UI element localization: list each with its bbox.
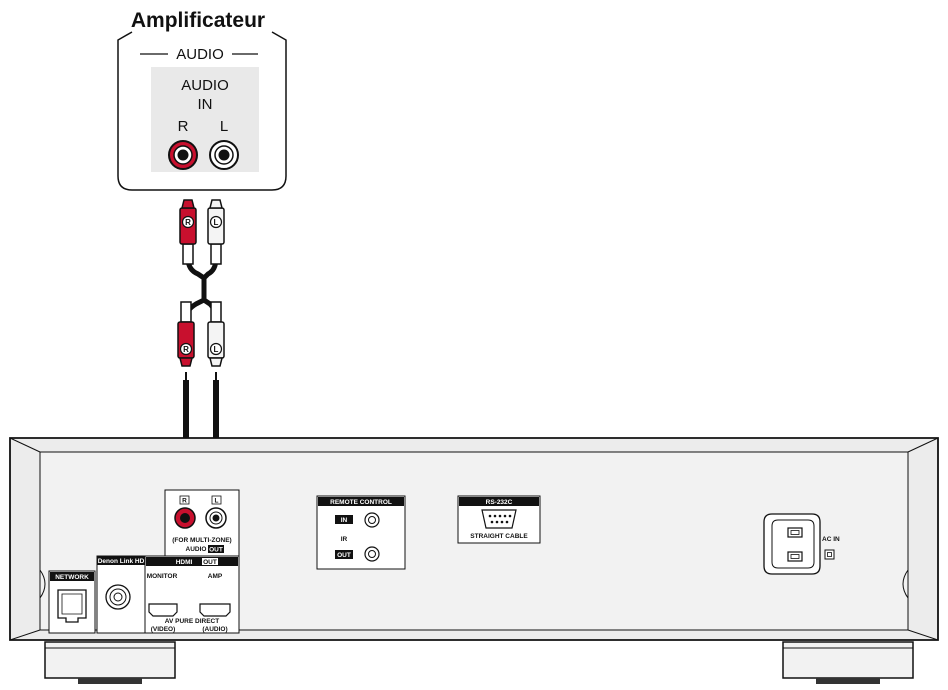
bottom-plug-right-badge — [179, 342, 193, 356]
hdmi-video-label: (VIDEO) — [151, 626, 176, 633]
hdmi-label: HDMI — [176, 559, 193, 566]
bottom-plug-left-letter: L — [214, 345, 219, 354]
remote-control-plate — [316, 495, 406, 570]
foot-left — [44, 641, 176, 684]
amp-right-label: R — [178, 118, 189, 135]
top-plug-left-letter: L — [214, 218, 219, 227]
audio-out-jack-right[interactable] — [174, 507, 196, 529]
hdmi-amp-label: AMP — [208, 573, 223, 580]
rs232c-port[interactable] — [481, 509, 517, 529]
audio-out-jack-left[interactable] — [205, 507, 227, 529]
remote-in-label: IN — [341, 517, 348, 524]
top-plug-right — [179, 199, 197, 265]
ac-in-label: AC IN — [822, 536, 840, 543]
bottom-plug-right-letter: R — [183, 345, 189, 354]
hdmi-plate — [144, 555, 240, 634]
remote-in-jack[interactable] — [364, 512, 380, 528]
audio-out-badge: OUT — [209, 547, 223, 554]
remote-out-label: OUT — [337, 552, 351, 559]
amp-section-label: AUDIO — [176, 46, 224, 63]
top-plug-right-letter: R — [185, 218, 191, 227]
amplifier: Amplificateur AUDIO AUDIO IN R L — [117, 9, 287, 191]
audio-out-block: R L (FOR MULTI-ZONE) AUDIO OUT — [164, 489, 240, 557]
audio-out-l-mark: L — [215, 498, 219, 505]
denon-link-coax-port[interactable] — [105, 584, 131, 610]
network-block: NETWORK — [48, 570, 96, 634]
network-label: NETWORK — [55, 574, 89, 581]
hdmi-out-badge: OUT — [203, 559, 217, 566]
amp-input-label-in: IN — [198, 96, 213, 113]
amp-jack-right — [168, 140, 198, 170]
bottom-plug-left — [207, 301, 225, 367]
rs232c-block: RS-232C STRAIGHT CABLE — [457, 495, 541, 544]
ac-in-socket[interactable] — [771, 519, 815, 569]
hdmi-monitor-port[interactable] — [148, 603, 178, 617]
hdmi-block: HDMI OUT MONITOR AMP AV PURE DIRECT (VID… — [144, 555, 240, 634]
rs232c-title: RS-232C — [486, 499, 513, 506]
top-plug-left — [207, 199, 225, 265]
bottom-plug-left-badge — [209, 342, 223, 356]
hdmi-audio-label: (AUDIO) — [202, 626, 227, 633]
remote-control-title: REMOTE CONTROL — [330, 499, 392, 506]
bottom-plug-right — [177, 301, 195, 367]
audio-out-multizone: (FOR MULTI-ZONE) — [172, 537, 231, 544]
remote-out-jack[interactable] — [364, 546, 380, 562]
amp-left-label: L — [220, 118, 228, 135]
hdmi-amp-port[interactable] — [199, 603, 231, 617]
denon-link-block: Denon Link HD — [96, 555, 146, 634]
top-plug-left-badge — [209, 215, 223, 229]
top-plug-right-badge — [181, 215, 195, 229]
audio-out-r-mark: R — [182, 498, 187, 505]
remote-control-block: REMOTE CONTROL IN IR OUT — [316, 495, 406, 570]
hdmi-monitor-label: MONITOR — [147, 573, 178, 580]
remote-ir-label: IR — [341, 536, 348, 543]
rs232c-cable-label: STRAIGHT CABLE — [470, 533, 528, 540]
audio-out-label: AUDIO — [186, 546, 207, 553]
foot-right — [782, 641, 914, 684]
denon-link-label: Denon Link HD — [98, 558, 145, 565]
amp-jack-left — [209, 140, 239, 170]
hdmi-pure-direct-label: AV PURE DIRECT — [165, 618, 219, 625]
amp-input-label: AUDIO — [181, 77, 229, 94]
amplifier-title: Amplificateur — [131, 9, 265, 32]
ac-in-block: AC IN — [763, 513, 840, 575]
